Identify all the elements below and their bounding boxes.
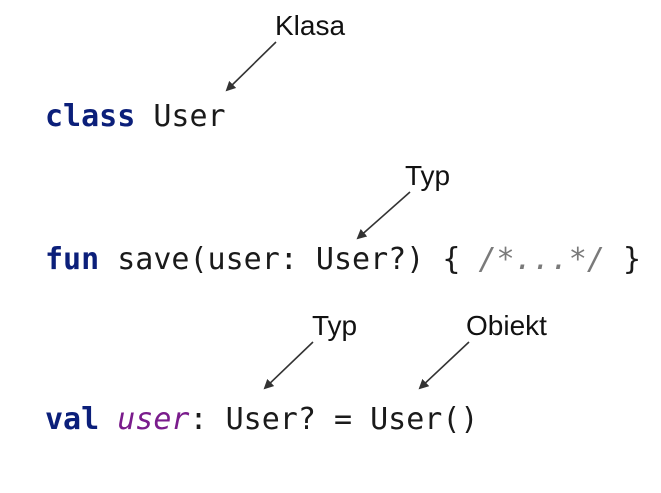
arrow-typ-fun xyxy=(356,191,411,240)
val-declaration: : User? = User() xyxy=(189,402,479,437)
code-line-fun: fun save(user: User?) { /*...*/ } xyxy=(45,245,641,275)
arrow-obiekt xyxy=(418,341,470,390)
fun-signature: save(user: User?) { xyxy=(99,242,479,277)
variable-name: user xyxy=(117,402,190,437)
label-obiekt: Obiekt xyxy=(466,310,547,341)
fun-closing-brace: } xyxy=(604,242,642,277)
arrow-klasa xyxy=(225,41,277,92)
code-line-val: val user: User? = User() xyxy=(45,405,478,435)
keyword-class: class xyxy=(45,99,136,134)
keyword-fun: fun xyxy=(45,242,100,277)
arrow-typ-val xyxy=(263,341,314,390)
code-line-class: class User xyxy=(45,102,226,132)
class-name: User xyxy=(135,99,226,134)
label-klasa: Klasa xyxy=(275,10,346,41)
label-typ-val: Typ xyxy=(312,310,358,341)
keyword-val: val xyxy=(45,402,100,437)
label-typ-fun: Typ xyxy=(405,160,451,191)
fun-body-comment: /*...*/ xyxy=(478,242,605,277)
